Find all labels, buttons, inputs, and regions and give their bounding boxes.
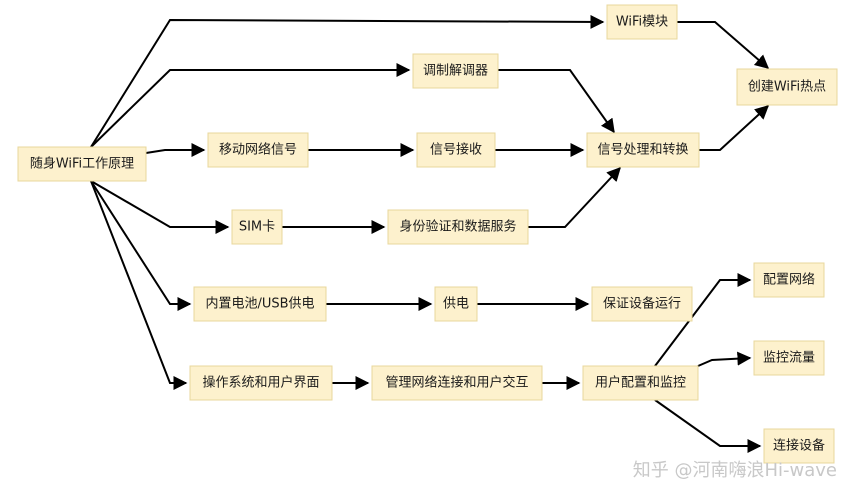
node-battery: 内置电池/USB供电 — [193, 286, 327, 322]
node-traffic: 监控流量 — [753, 340, 825, 376]
node-auth: 身份验证和数据服务 — [387, 209, 529, 245]
node-wifi-module: WiFi模块 — [606, 4, 678, 40]
edge-root-to-battery — [90, 180, 192, 311]
node-label: 管理网络连接和用户交互 — [385, 375, 528, 391]
node-label: 信号接收 — [430, 142, 482, 158]
node-box — [736, 68, 838, 106]
edges-layer — [90, 14, 770, 453]
edge-auth-to-signal_process — [528, 166, 621, 228]
node-sim: SIM卡 — [231, 209, 283, 245]
node-hotspot: 创建WiFi热点 — [736, 68, 838, 106]
node-device: 连接设备 — [763, 428, 835, 464]
node-label: 创建WiFi热点 — [748, 80, 826, 95]
node-modem: 调制解调器 — [412, 53, 499, 89]
node-box — [416, 132, 496, 168]
node-label: WiFi模块 — [616, 15, 668, 30]
node-mobile-signal: 移动网络信号 — [207, 132, 309, 168]
node-signal-process: 信号处理和转换 — [586, 132, 700, 168]
node-box — [591, 286, 693, 322]
node-box — [412, 53, 499, 89]
node-box — [17, 146, 147, 182]
node-box — [753, 340, 825, 376]
node-label: 随身WiFi工作原理 — [30, 156, 134, 172]
node-label: 内置电池/USB供电 — [205, 296, 314, 312]
node-label: 移动网络信号 — [219, 142, 297, 158]
node-label: 保证设备运行 — [603, 296, 681, 312]
node-box — [387, 209, 529, 245]
node-label: 身份验证和数据服务 — [399, 219, 516, 235]
edge-root-to-wifi_module — [90, 14, 605, 148]
edge-root-to-modem — [90, 63, 411, 148]
node-run: 保证设备运行 — [591, 286, 693, 322]
node-net-config: 配置网络 — [753, 262, 825, 298]
node-label: 配置网络 — [763, 272, 815, 288]
node-signal-receive: 信号接收 — [416, 132, 496, 168]
node-label: 供电 — [443, 297, 469, 312]
node-label: 监控流量 — [763, 351, 815, 366]
edge-wifi_module-to-hotspot — [677, 21, 770, 69]
node-box — [371, 365, 543, 401]
node-box — [207, 132, 309, 168]
edge-root-to-mobile_signal — [145, 143, 206, 157]
node-label: 信号处理和转换 — [597, 143, 688, 158]
node-label: 操作系统和用户界面 — [202, 375, 319, 391]
node-power: 供电 — [434, 286, 478, 322]
node-box — [434, 286, 478, 322]
node-box — [586, 132, 700, 168]
node-box — [193, 286, 327, 322]
watermark: 知乎 @河南嗨浪Hi-wave — [632, 460, 837, 481]
node-box — [189, 365, 333, 401]
edge-config-to-traffic — [697, 351, 752, 367]
node-box — [606, 4, 678, 40]
edge-root-to-os — [90, 180, 188, 390]
node-box — [231, 209, 283, 245]
edge-signal_process-to-hotspot — [699, 105, 770, 151]
edge-config-to-device — [654, 399, 762, 453]
node-manage: 管理网络连接和用户交互 — [371, 365, 543, 401]
node-label: 连接设备 — [773, 438, 825, 454]
node-root: 随身WiFi工作原理 — [17, 146, 147, 182]
node-label: 调制解调器 — [423, 64, 488, 79]
node-os: 操作系统和用户界面 — [189, 365, 333, 401]
edge-config-to-net_config — [654, 273, 752, 367]
node-box — [753, 262, 825, 298]
edge-modem-to-signal_process — [498, 69, 615, 134]
node-label: 用户配置和监控 — [595, 375, 686, 391]
node-label: SIM卡 — [239, 220, 275, 235]
node-config: 用户配置和监控 — [582, 365, 699, 401]
node-box — [582, 365, 699, 401]
node-box — [763, 428, 835, 464]
edge-root-to-sim — [90, 180, 230, 234]
